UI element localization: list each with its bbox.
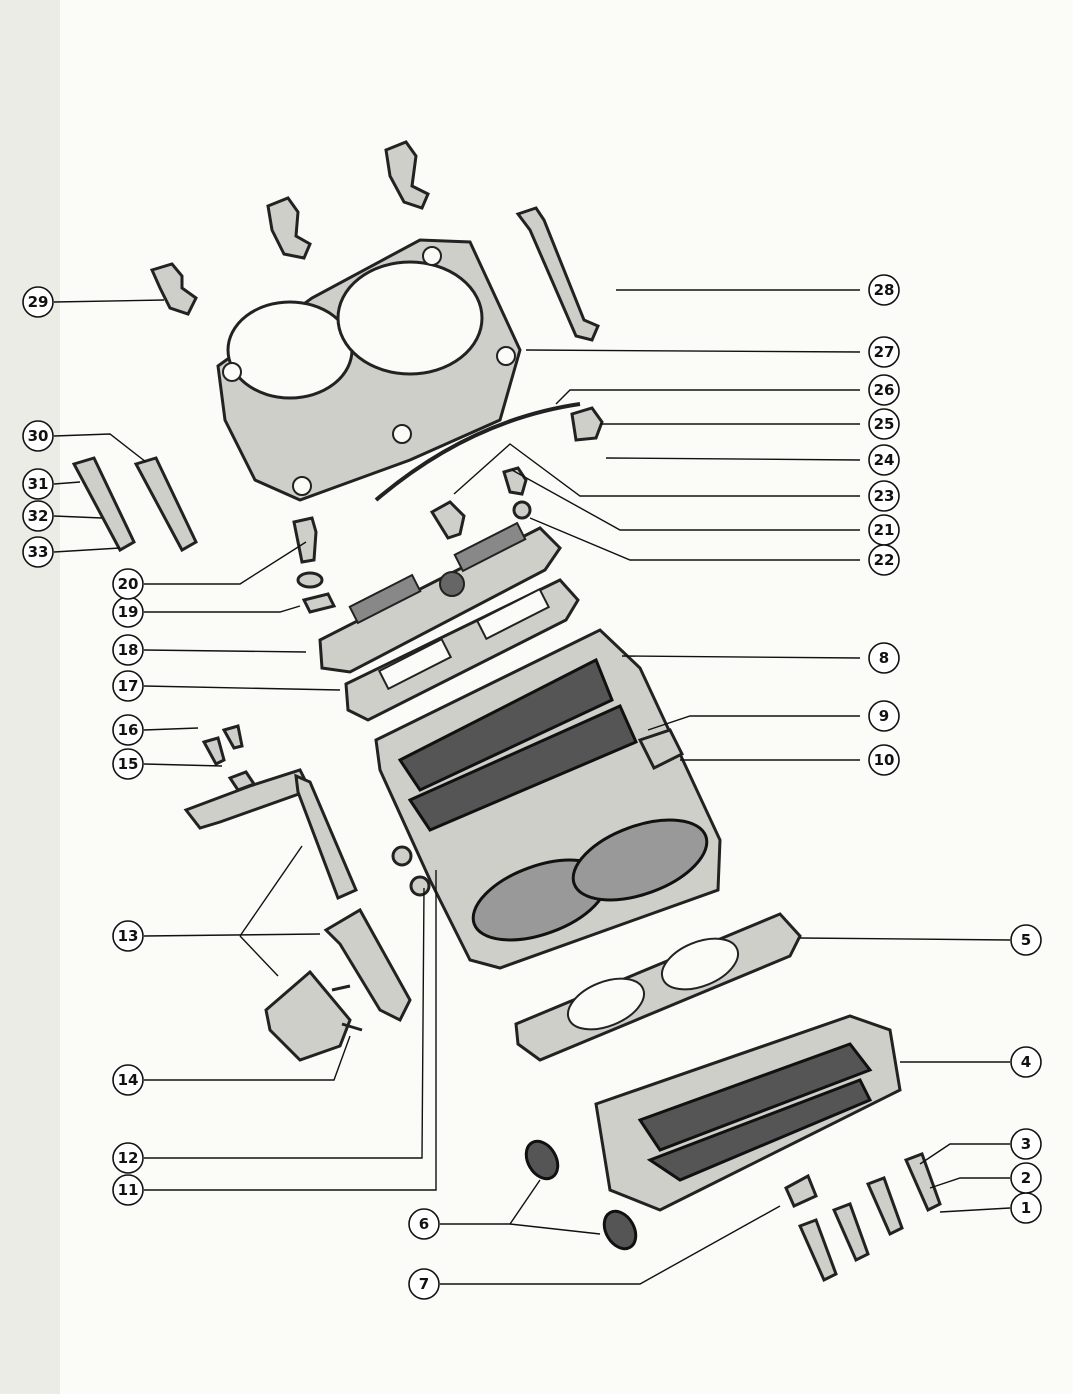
callout-25: 25 <box>868 408 900 440</box>
cover-screws <box>797 1152 942 1283</box>
callout-31: 31 <box>22 468 54 500</box>
callout-1: 1 <box>1010 1192 1042 1224</box>
svg-text:10: 10 <box>874 751 895 769</box>
svg-text:32: 32 <box>28 507 49 525</box>
svg-text:15: 15 <box>118 755 139 773</box>
callout-15: 15 <box>112 748 144 780</box>
svg-text:18: 18 <box>118 641 139 659</box>
svg-text:33: 33 <box>28 543 49 561</box>
elbow-fitting <box>429 500 466 540</box>
svg-text:21: 21 <box>874 521 895 539</box>
svg-text:9: 9 <box>879 707 889 725</box>
callout-9: 9 <box>868 700 900 732</box>
svg-text:27: 27 <box>874 343 895 361</box>
clip-washer <box>296 571 324 589</box>
clip <box>301 592 337 614</box>
callout-33: 33 <box>22 536 54 568</box>
mount-bracket <box>264 907 412 1062</box>
callout-22: 22 <box>868 544 900 576</box>
svg-text:17: 17 <box>118 677 139 695</box>
callout-14: 14 <box>112 1064 144 1096</box>
cover-bolts <box>149 140 600 342</box>
svg-text:11: 11 <box>118 1181 139 1199</box>
svg-text:28: 28 <box>874 281 895 299</box>
callout-16: 16 <box>112 714 144 746</box>
callout-2: 2 <box>1010 1162 1042 1194</box>
svg-text:1: 1 <box>1021 1199 1031 1217</box>
callout-4: 4 <box>1010 1046 1042 1078</box>
svg-text:13: 13 <box>118 927 139 945</box>
callout-29: 29 <box>22 286 54 318</box>
callout-30: 30 <box>22 420 54 452</box>
svg-text:31: 31 <box>28 475 49 493</box>
callout-19: 19 <box>112 596 144 628</box>
svg-text:26: 26 <box>874 381 895 399</box>
svg-text:22: 22 <box>874 551 895 569</box>
fuel-tube <box>374 402 581 502</box>
callout-10: 10 <box>868 744 900 776</box>
svg-text:25: 25 <box>874 415 895 433</box>
retaining-clip <box>784 1173 818 1208</box>
svg-text:7: 7 <box>419 1275 429 1293</box>
side-screws <box>71 456 198 553</box>
small-washer <box>512 500 532 520</box>
crankcase-block <box>374 628 722 970</box>
block-fitting-a <box>391 845 413 867</box>
callout-26: 26 <box>868 374 900 406</box>
svg-text:3: 3 <box>1021 1135 1031 1153</box>
callout-3: 3 <box>1010 1128 1042 1160</box>
reed-plate <box>318 521 562 674</box>
callout-12: 12 <box>112 1142 144 1174</box>
svg-text:12: 12 <box>118 1149 139 1167</box>
svg-text:4: 4 <box>1021 1053 1031 1071</box>
plug-b <box>602 1209 638 1251</box>
callout-6: 6 <box>408 1208 440 1240</box>
scan-edge <box>0 0 60 1394</box>
link-screw-a <box>201 736 226 766</box>
leader-lines <box>53 289 1011 1285</box>
link-screw-b <box>221 724 244 750</box>
exhaust-gasket <box>514 912 802 1062</box>
svg-text:6: 6 <box>419 1215 429 1233</box>
svg-text:20: 20 <box>118 575 139 593</box>
tube-fitting <box>570 406 604 442</box>
callout-28: 28 <box>868 274 900 306</box>
block-fitting-b <box>409 875 431 897</box>
callout-24: 24 <box>868 444 900 476</box>
svg-text:23: 23 <box>874 487 895 505</box>
plug-a <box>524 1139 560 1181</box>
callout-27: 27 <box>868 336 900 368</box>
callout-8: 8 <box>868 642 900 674</box>
svg-text:19: 19 <box>118 603 139 621</box>
svg-text:14: 14 <box>118 1071 139 1089</box>
reed-gasket <box>344 578 580 722</box>
callout-13: 13 <box>112 920 144 952</box>
callout-21: 21 <box>868 514 900 546</box>
callout-17: 17 <box>112 670 144 702</box>
svg-text:30: 30 <box>28 427 49 445</box>
svg-text:24: 24 <box>874 451 895 469</box>
svg-text:5: 5 <box>1021 931 1031 949</box>
svg-text:8: 8 <box>879 649 889 667</box>
callout-5: 5 <box>1010 924 1042 956</box>
cap-screw <box>292 516 318 564</box>
callout-32: 32 <box>22 500 54 532</box>
callout-11: 11 <box>112 1174 144 1206</box>
callout-20: 20 <box>112 568 144 600</box>
callout-7: 7 <box>408 1268 440 1300</box>
exhaust-cover <box>594 1014 902 1212</box>
callout-18: 18 <box>112 634 144 666</box>
svg-text:2: 2 <box>1021 1169 1031 1187</box>
svg-text:29: 29 <box>28 293 49 311</box>
callout-23: 23 <box>868 480 900 512</box>
cover-gasket <box>216 238 522 502</box>
svg-text:16: 16 <box>118 721 139 739</box>
throttle-link <box>183 768 358 901</box>
